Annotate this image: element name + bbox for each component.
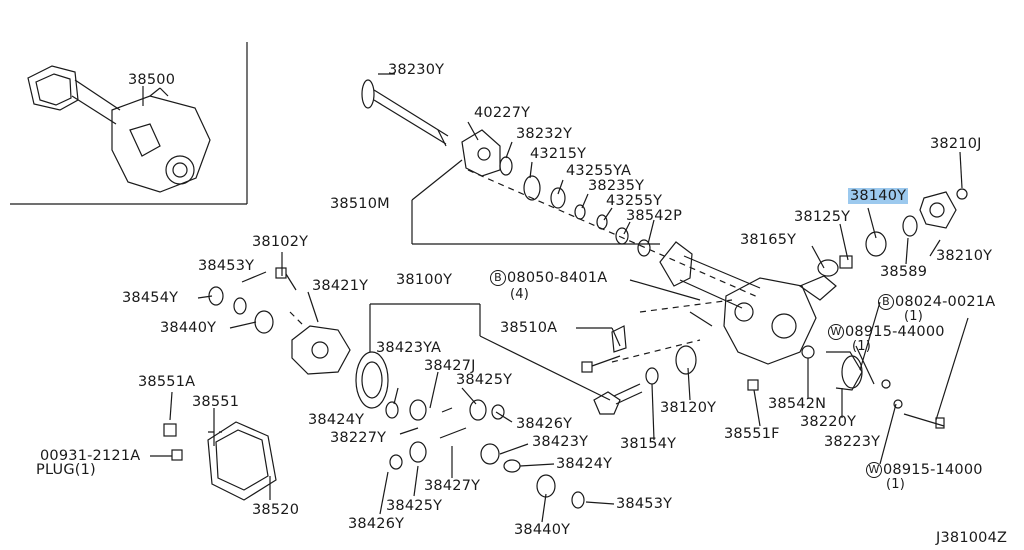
drive-pinion bbox=[593, 345, 697, 415]
label-43255YA: 43255YA bbox=[566, 163, 632, 179]
label-38551F: 38551F bbox=[724, 426, 780, 442]
label-plug: PLUG(1) bbox=[36, 462, 96, 478]
label-38232Y: 38232Y bbox=[516, 126, 573, 142]
label-38125Y: 38125Y bbox=[794, 209, 851, 225]
bolts bbox=[163, 267, 759, 461]
label-38551: 38551 bbox=[192, 394, 240, 410]
label-38140Y: 38140Y bbox=[848, 188, 909, 204]
label-38165Y: 38165Y bbox=[740, 232, 797, 248]
label-43255Y: 43255Y bbox=[606, 193, 663, 209]
part-number: 08024-0021A bbox=[895, 294, 996, 310]
label-38421Y: 38421Y bbox=[312, 278, 369, 294]
seals-bearings bbox=[499, 156, 651, 257]
label-38440Y-a: 38440Y bbox=[160, 320, 217, 336]
part-number: 08915-14000 bbox=[883, 462, 983, 478]
label-38453Y-a: 38453Y bbox=[198, 258, 255, 274]
companion-flange bbox=[801, 345, 945, 429]
circled-w-badge: W bbox=[828, 324, 844, 340]
part-number: 08050-8401A bbox=[507, 270, 608, 286]
label-38510A: 38510A bbox=[500, 320, 558, 336]
retainer-plate bbox=[461, 129, 501, 177]
label-38453Y-b: 38453Y bbox=[616, 496, 673, 512]
label-08915-44-qty: (1) bbox=[852, 339, 872, 354]
label-38210Y: 38210Y bbox=[936, 248, 993, 264]
side-bearings bbox=[208, 286, 585, 509]
label-38223Y: 38223Y bbox=[824, 434, 881, 450]
label-38423Y: 38423Y bbox=[532, 434, 589, 450]
label-38551A: 38551A bbox=[138, 374, 196, 390]
label-38423YA: 38423YA bbox=[376, 340, 442, 356]
label-38520: 38520 bbox=[252, 502, 300, 518]
label-38542P: 38542P bbox=[626, 208, 683, 224]
circled-b-badge: B bbox=[490, 270, 506, 286]
label-00931-2121A: 00931-2121A bbox=[40, 448, 141, 464]
inset-axle-assembly bbox=[27, 65, 211, 193]
label-38210J: 38210J bbox=[930, 136, 982, 152]
label-38426Y-b: 38426Y bbox=[348, 516, 405, 532]
label-38100Y: 38100Y bbox=[396, 272, 453, 288]
highlighted-part-38140Y: 38140Y bbox=[848, 188, 909, 204]
label-38220Y: 38220Y bbox=[800, 414, 857, 430]
pinion-parts bbox=[817, 188, 968, 277]
label-38500: 38500 bbox=[128, 72, 176, 88]
label-38235Y: 38235Y bbox=[588, 178, 645, 194]
part-number: 08915-44000 bbox=[845, 324, 945, 340]
label-38424Y-a: 38424Y bbox=[308, 412, 365, 428]
gear-set bbox=[385, 399, 521, 473]
leader-lines bbox=[142, 73, 969, 523]
label-38510M: 38510M bbox=[330, 196, 390, 212]
label-38424Y-b: 38424Y bbox=[556, 456, 613, 472]
label-38427Y: 38427Y bbox=[424, 478, 481, 494]
circled-b-badge: B bbox=[878, 294, 894, 310]
label-38120Y: 38120Y bbox=[660, 400, 717, 416]
label-38542N: 38542N bbox=[768, 396, 827, 412]
label-38102Y: 38102Y bbox=[252, 234, 309, 250]
label-08915-14-qty: (1) bbox=[886, 477, 906, 492]
axle-shaft bbox=[361, 79, 449, 147]
label-38154Y: 38154Y bbox=[620, 436, 677, 452]
diff-cover bbox=[207, 421, 277, 501]
inset-frame bbox=[10, 42, 248, 205]
label-38227Y: 38227Y bbox=[330, 430, 387, 446]
label-38589: 38589 bbox=[880, 264, 928, 280]
label-38426Y-a: 38426Y bbox=[516, 416, 573, 432]
label-38454Y: 38454Y bbox=[122, 290, 179, 306]
axle-housing bbox=[659, 241, 837, 365]
label-38425Y-a: 38425Y bbox=[456, 372, 513, 388]
circled-w-badge: W bbox=[866, 462, 882, 478]
label-43215Y: 43215Y bbox=[530, 146, 587, 162]
label-38427J: 38427J bbox=[424, 358, 476, 374]
document-code: J381004Z bbox=[936, 530, 1008, 546]
diff-case bbox=[291, 325, 389, 409]
label-38440Y-b: 38440Y bbox=[514, 522, 571, 538]
label-38230Y: 38230Y bbox=[388, 62, 445, 78]
label-08024-qty: (1) bbox=[904, 309, 924, 324]
label-08050-qty: (4) bbox=[510, 287, 530, 302]
label-38425Y-b: 38425Y bbox=[386, 498, 443, 514]
label-40227Y: 40227Y bbox=[474, 105, 531, 121]
